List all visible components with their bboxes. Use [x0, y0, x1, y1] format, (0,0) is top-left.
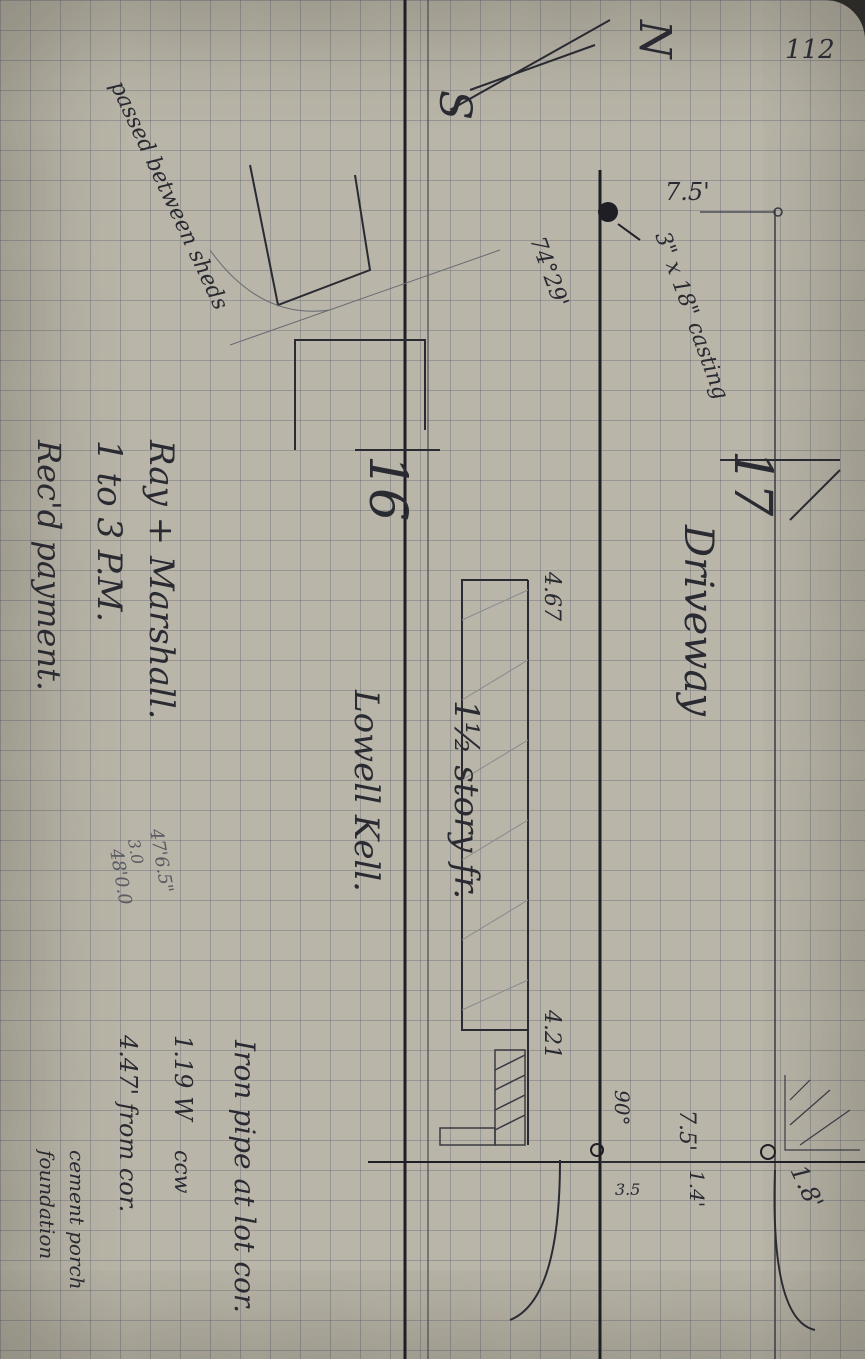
ccw: ccw	[169, 1150, 194, 1194]
foundation: foundation	[35, 1148, 59, 1259]
north-arrow	[449, 19, 611, 111]
curve-right	[773, 1169, 816, 1331]
story-label: 1½ story fr.	[446, 700, 486, 899]
shed-2	[294, 339, 426, 450]
page-number: 112	[785, 35, 835, 65]
driveway: Driveway	[675, 524, 721, 717]
right-porch	[784, 1075, 860, 1151]
calc-1: 47'6.5"	[145, 826, 177, 894]
south-label: S	[429, 90, 480, 120]
north-arrow-head	[469, 44, 596, 91]
recd-payment: Rec'd payment.	[30, 439, 68, 691]
dim-top: 7.5'	[665, 178, 710, 206]
iron-pipe: Iron pipe at lot cor.	[228, 1039, 261, 1313]
top-right-point	[773, 207, 783, 217]
curve-left	[509, 1159, 561, 1321]
cement-porch: cement porch	[65, 1150, 89, 1290]
dim-75: 7.5'	[674, 1110, 699, 1151]
casting-label: 3" x 18" casting	[649, 229, 733, 403]
lot17-slash	[789, 469, 841, 521]
dim-14: 1.4'	[685, 1170, 709, 1207]
angle-90: 90°	[610, 1090, 634, 1125]
dim-467: 4.67	[539, 571, 564, 621]
time-note: 1 to 3 P.M.	[89, 440, 129, 622]
angle-label: 74°29'	[524, 234, 572, 311]
lot-16: 16	[357, 455, 417, 521]
passed-between-sheds: passed between sheds	[105, 77, 233, 314]
casting-arrow	[617, 223, 641, 241]
shed-arc	[209, 249, 331, 312]
w119: 1.19 W	[169, 1035, 197, 1123]
dim-18: 1.8'	[785, 1161, 829, 1213]
porch-hatch	[439, 1049, 526, 1146]
shed-1	[249, 164, 372, 307]
calc-2: 3.0	[124, 837, 147, 865]
from-cor: 4.47' from cor.	[114, 1034, 142, 1212]
lot-17: 17	[722, 450, 782, 517]
shed-diagonal	[229, 249, 501, 346]
lowell-label: Lowell Kell.	[346, 689, 386, 892]
corner-point-2	[760, 1144, 776, 1160]
house-hatch	[461, 589, 529, 1011]
casting-marker	[598, 202, 618, 222]
north-label: N	[629, 19, 680, 60]
house-outline	[461, 579, 528, 1031]
corner-point-1	[590, 1143, 604, 1157]
dim-421: 4.21	[539, 1009, 564, 1059]
dim-35: 3.5	[615, 1180, 640, 1199]
ray-marshall: Ray + Marshall.	[141, 439, 181, 719]
